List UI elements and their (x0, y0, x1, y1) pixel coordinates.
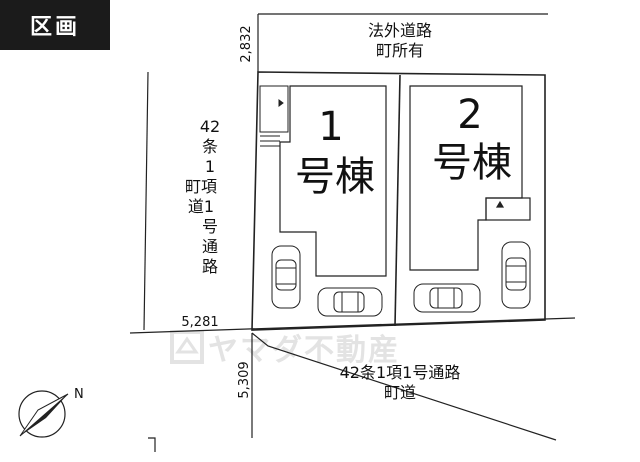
entrance-arrow-icon (495, 200, 505, 208)
bottom-road-type: 町道 (384, 383, 416, 402)
left-road-char: 通 (202, 237, 218, 256)
top-road-name: 法外道路 (368, 21, 432, 40)
section-badge: 区画 (0, 0, 110, 50)
building-1 (279, 85, 387, 277)
watermark: ヤマダ不動産 (170, 330, 400, 368)
left-road-char: 路 (202, 257, 218, 276)
bottom-road-name: 42条1項1号通路 (340, 363, 461, 382)
left-road-char: 1 (205, 157, 215, 176)
car-icon (317, 287, 383, 317)
site-boundary (251, 71, 546, 331)
compass-ring (18, 390, 66, 438)
compass: N (18, 387, 84, 438)
corner-mark (148, 437, 156, 452)
left-road-char: 号 (202, 217, 218, 236)
parking-cars (271, 241, 531, 317)
building-footprints (279, 85, 531, 277)
site-outline (251, 71, 546, 331)
top-road-owner: 町所有 (376, 41, 424, 60)
lot-2-label: 号棟 (432, 140, 512, 186)
entrance-arrow-icon (278, 99, 284, 107)
compass-arrow-half (19, 393, 69, 437)
lot-1-number: 1 (318, 104, 343, 150)
dimension-left-road: 5,281 (181, 315, 218, 330)
watermark-logo-icon (170, 330, 204, 364)
bottom-road-top-edge (129, 317, 576, 334)
lot-2-number: 2 (457, 92, 482, 138)
watermark-logo-mark (175, 336, 199, 354)
car-icon (271, 245, 301, 309)
building-2-annex (485, 197, 531, 221)
bottom-road-bottom-edge (251, 332, 557, 441)
left-road-number: 42 (200, 117, 220, 136)
left-road-edge (143, 71, 149, 331)
lot-divider (394, 74, 401, 327)
lot-1-label: 号棟 (295, 154, 375, 200)
step-platform (259, 85, 289, 133)
watermark-text: ヤマダ不動産 (208, 333, 400, 368)
entrance-steps (259, 85, 289, 147)
dimension-top-road: 2,832 (239, 25, 254, 62)
left-road-char: 条 (202, 137, 218, 156)
dimension-bottom-road: 5,309 (237, 361, 252, 398)
car-icon (501, 241, 531, 309)
road-boundaries (129, 13, 576, 452)
left-road-char: 町項 (185, 177, 217, 196)
compass-north-label: N (74, 387, 84, 402)
left-road-char: 道1 (188, 197, 214, 216)
car-icon (413, 283, 481, 313)
